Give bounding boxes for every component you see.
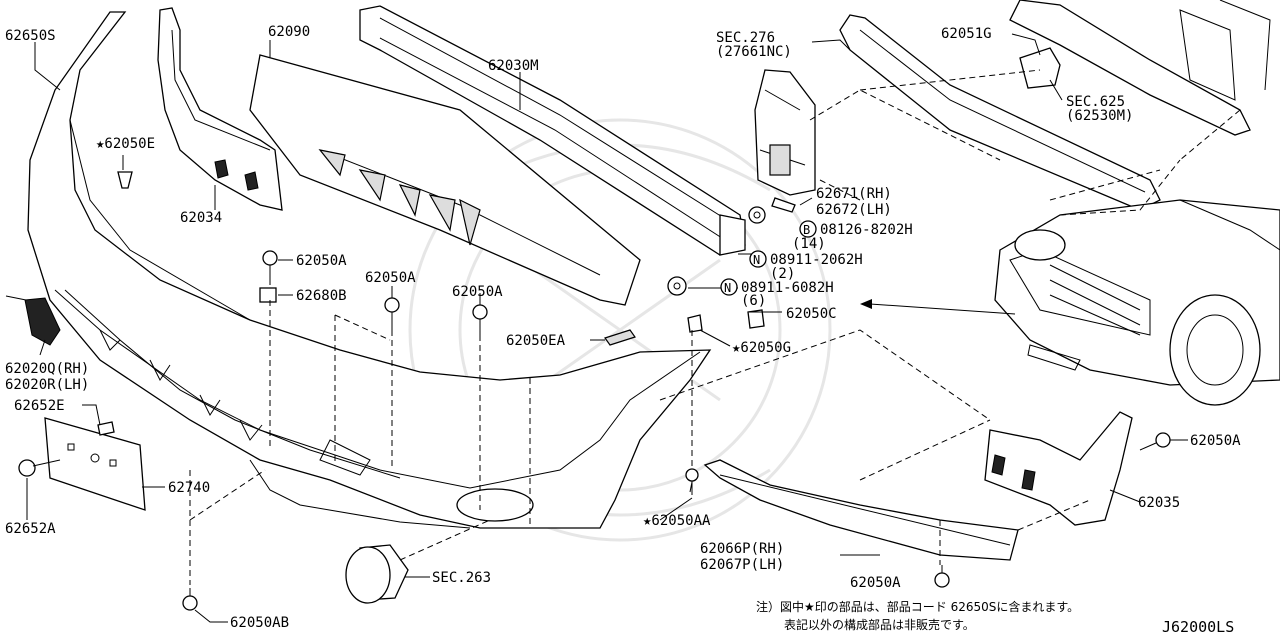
label-62740: 62740: [168, 480, 210, 496]
label-62672: 62672(LH): [816, 202, 892, 218]
diagram-code: J62000LS: [1162, 618, 1234, 636]
reinforcement-62030M: [359, 5, 746, 256]
label-08911-6082H-qty: (6): [741, 293, 766, 309]
clip-62050G: [687, 314, 703, 333]
leader-lines: [5, 33, 1188, 623]
clip-62050EA: [604, 329, 636, 346]
screw-62050AA: [685, 468, 699, 495]
nut-08911-2062H: [748, 206, 766, 224]
clip-62050E: [117, 171, 133, 189]
fog-lamp-sec263: [345, 544, 409, 604]
note-line-1: 注）図中★印の部品は、部品コード 62650Sに含まれます。: [756, 599, 1079, 614]
label-62050A-3: 62050A: [452, 284, 503, 300]
note-line-2: 表記以外の構成部品は非販売です。: [784, 617, 975, 632]
front-bumper-fascia: [27, 11, 712, 529]
bracket-62051G: [1019, 47, 1061, 89]
screw-62050A-1: [262, 250, 278, 285]
bracket-62671: [754, 69, 816, 196]
screw-62050AB: [182, 588, 198, 611]
bumper-beam-sec625: [1009, 0, 1271, 136]
label-62067P: 62067P(LH): [700, 557, 784, 573]
label-sec625-code: (62530M): [1066, 108, 1133, 124]
label-08911-6082H: 08911-6082H: [741, 280, 834, 296]
label-62050A-2: 62050A: [365, 270, 416, 286]
label-62652A: 62652A: [5, 521, 56, 537]
label-62035: 62035: [1138, 495, 1180, 511]
label-08126-qty: (14): [792, 236, 826, 252]
label-62050A-4: 62050A: [1190, 433, 1241, 449]
grille-62090: [249, 54, 641, 306]
clip-62680B: [259, 287, 277, 303]
label-62030M: 62030M: [488, 58, 539, 74]
label-sec625: SEC.625: [1066, 94, 1125, 110]
label-62051G: 62051G: [941, 26, 992, 42]
screw-62050A-5: [934, 565, 950, 588]
label-08126: 08126-8202H: [820, 222, 913, 238]
vehicle-sketch: [994, 199, 1280, 406]
label-62680B: 62680B: [296, 288, 347, 304]
label-62050E: ★62050E: [96, 136, 155, 152]
label-sec263: SEC.263: [432, 570, 491, 586]
pointer-arrow: [860, 299, 1016, 315]
label-62050G: ★62050G: [732, 340, 791, 356]
bolt-08126: [771, 197, 796, 213]
nut-08911-6082H: [667, 276, 687, 296]
label-62050C: 62050C: [786, 306, 837, 322]
label-08911-2062H-qty: (2): [770, 266, 795, 282]
screw-62050A-4: [1139, 432, 1171, 451]
label-62050AB: 62050AB: [230, 615, 289, 631]
label-08911-2062H: 08911-2062H: [770, 252, 863, 268]
marker-b-08126: B: [799, 220, 817, 238]
label-62034: 62034: [180, 210, 222, 226]
bracket-62020Q: [24, 297, 61, 346]
marker-n-2062: N: [749, 250, 767, 268]
bracket-62034: [157, 7, 283, 211]
clip-62050C: [747, 309, 765, 329]
label-62650S: 62650S: [5, 28, 56, 44]
label-62020R: 62020R(LH): [5, 377, 89, 393]
bracket-62035: [984, 411, 1133, 526]
label-62020Q: 62020Q(RH): [5, 361, 89, 377]
label-62652E: 62652E: [14, 398, 65, 414]
svg-text:N: N: [724, 281, 731, 295]
bolt-62652A: [18, 459, 61, 477]
license-bracket-62740: [44, 417, 146, 511]
clip-62652E: [97, 421, 115, 436]
svg-text:B: B: [803, 223, 810, 237]
label-62050AA: ★62050AA: [643, 513, 711, 529]
label-62050EA: 62050EA: [506, 333, 566, 349]
label-62671: 62671(RH): [816, 186, 892, 202]
assembly-lines: [189, 69, 1241, 585]
svg-text:N: N: [753, 253, 760, 267]
label-62090: 62090: [268, 24, 310, 40]
label-sec276: SEC.276: [716, 30, 775, 46]
label-62066P: 62066P(RH): [700, 541, 784, 557]
screw-62050A-3: [472, 304, 488, 335]
label-62050A-5: 62050A: [850, 575, 901, 591]
marker-n-6082: N: [720, 278, 738, 296]
screw-62050A-2: [384, 297, 400, 330]
label-62050A-1: 62050A: [296, 253, 347, 269]
label-sec276-code: (27661NC): [716, 44, 792, 60]
